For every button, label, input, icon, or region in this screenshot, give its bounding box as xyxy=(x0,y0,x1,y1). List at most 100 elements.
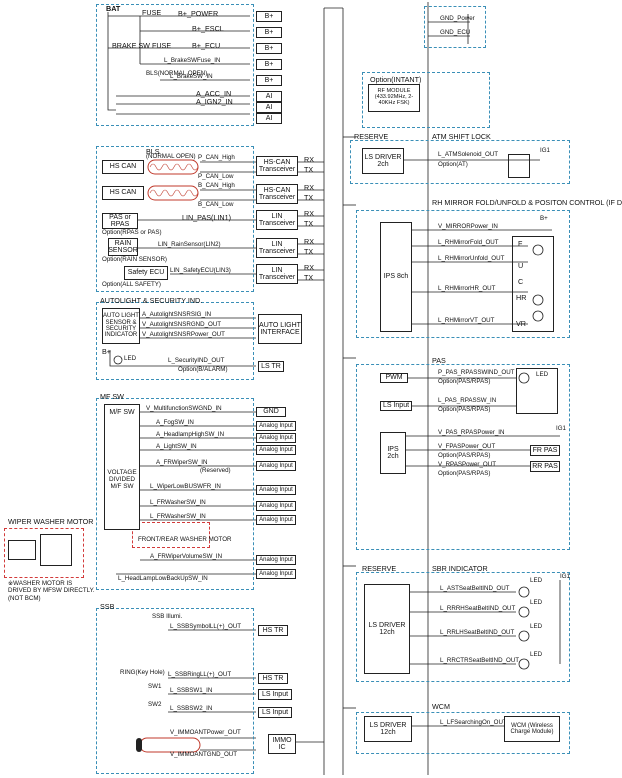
bat-signal: L_BrakeSW_IN xyxy=(170,73,213,80)
intant-section xyxy=(362,72,490,128)
hs-can-transceiver: HS-CAN Transceiver xyxy=(256,156,298,176)
mirror-letter: HR xyxy=(516,293,527,302)
autolight-signal: V_AutolightSNSRPower_OUT xyxy=(142,331,225,338)
pas-signal: L_PAS_RPASSW_IN xyxy=(438,397,497,404)
analog-input-box: Analog Input xyxy=(256,433,296,443)
wiper-relay-icon xyxy=(40,534,72,566)
mfsw-signal: L_HeadLampLowBackUpSW_IN xyxy=(118,575,208,582)
sbr-section xyxy=(356,572,570,682)
mirror-actuator-box xyxy=(512,236,554,332)
hs-tr-box: HS TR xyxy=(258,673,288,684)
mfsw-label: M/F SW xyxy=(109,409,135,416)
pas-box: PAS or RPAS xyxy=(102,213,138,229)
ls-tr-box: LS TR xyxy=(258,361,284,372)
analog-input-box: Analog Input xyxy=(256,421,296,431)
gnd-section xyxy=(424,6,486,48)
sbr-signal: L_RRLHSeatBeltIND_OUT xyxy=(440,629,515,636)
hs-can-box: HS CAN xyxy=(102,186,144,200)
sbr-signal: L_RRCTRSeatBeltIND_OUT xyxy=(440,657,520,664)
rx-label: RX xyxy=(304,263,314,272)
voltage-divided-label: VOLTAGE DIVIDED M/F SW xyxy=(107,469,137,490)
can-section xyxy=(96,146,254,292)
rain-option: Option(RAIN SENSOR) xyxy=(102,256,167,263)
rain-sensor-box: RAIN SENSOR xyxy=(108,238,138,256)
pas-signal: Option(PAS/RPAS) xyxy=(438,452,491,459)
brake-fuse-label: BRAKE SW FUSE xyxy=(112,41,172,50)
ls-input-box: LS Input xyxy=(380,401,412,411)
pas-signal: V_PAS_RPASPower_IN xyxy=(438,429,505,436)
ssb-header: SSB xyxy=(100,602,115,611)
pas-signal: P_PAS_RPASSWIND_OUT xyxy=(438,369,515,376)
fuse-label: FUSE xyxy=(142,8,162,17)
pas-switch-box xyxy=(516,368,558,414)
ls-driver-12ch: LS DRIVER 12ch xyxy=(364,584,410,674)
bat-signal: L_BrakeSWFuse_IN xyxy=(164,57,221,64)
led-label: LED xyxy=(124,355,137,362)
ips-8ch-box: IPS 8ch xyxy=(380,222,412,332)
washer-motor-label: FRONT/REAR WASHER MOTOR xyxy=(138,536,232,543)
bat-output-box: AI xyxy=(256,113,282,124)
mfsw-signal: L_FRWasherSW_IN xyxy=(150,499,206,506)
sw2-label: SW2 xyxy=(148,701,162,708)
hs-tr-box: HS TR xyxy=(258,625,288,636)
mirror-letter: U xyxy=(518,261,524,270)
can-signal: B_CAN_Low xyxy=(198,201,234,208)
rr-pas-box: RR PAS xyxy=(530,461,560,472)
immo-ic-box: IMMO IC xyxy=(268,734,296,754)
mfsw-header: MF SW xyxy=(100,392,124,401)
can-bls-label: BLS xyxy=(146,147,160,156)
pas-signal: Option(PAS/RPAS) xyxy=(438,378,491,385)
pas-option: Option(RPAS or PAS) xyxy=(102,229,162,236)
pas-ig1: IG1 xyxy=(556,425,566,432)
safety-option: Option(ALL SAFETY) xyxy=(102,281,161,288)
tx-label: TX xyxy=(304,193,314,202)
sbr-led: LED xyxy=(530,651,543,658)
pas-header: PAS xyxy=(432,356,446,365)
analog-input-box: Analog Input xyxy=(256,485,296,495)
rf-module-box: RF MODULE (433.92MHz, 2-40KHz FSK) xyxy=(368,84,420,112)
lin-pas-signal: LIN_PAS(LIN1) xyxy=(182,213,231,222)
rx-label: RX xyxy=(304,183,314,192)
gnd-signal: GND_Power xyxy=(440,15,475,22)
ig1-label: IG1 xyxy=(540,147,550,154)
mfsw-signal: A_FRWiperSW_IN xyxy=(156,459,208,466)
solenoid-icon xyxy=(508,154,530,178)
security-signal: L_SecurityIND_OUT xyxy=(168,357,225,364)
gnd-signal: GND_ECU xyxy=(440,29,471,36)
safety-ecu-box: Safety ECU xyxy=(124,266,168,280)
rain-signal: LIN_RainSensor(LIN2) xyxy=(158,241,221,248)
bat-output-box: B+ xyxy=(256,75,282,86)
analog-input-box: Analog Input xyxy=(256,555,296,565)
bat-section xyxy=(96,4,254,126)
fr-pas-box: FR PAS xyxy=(530,445,560,456)
sbr-signal: L_ASTSeatBeltIND_OUT xyxy=(440,585,510,592)
mirror-letter: VR xyxy=(516,319,526,328)
mfsw-box: M/F SW VOLTAGE DIVIDED M/F SW xyxy=(104,404,140,530)
atm-section xyxy=(350,140,570,184)
pwm-box: PWM xyxy=(380,373,408,383)
washer-motor-section xyxy=(132,522,210,548)
bat-signal: A_ACC_IN xyxy=(196,89,232,98)
mirror-signal: V_MIRRORPower_IN xyxy=(438,223,498,230)
pas-section xyxy=(356,364,570,550)
autolight-interface: AUTO LIGHT INTERFACE xyxy=(258,314,302,344)
sbr-header: SBR INDICATOR xyxy=(432,564,488,573)
mfsw-section xyxy=(96,398,254,590)
gnd-box: GND xyxy=(256,407,286,417)
hs-can-transceiver: HS-CAN Transceiver xyxy=(256,184,298,204)
mfsw-signal: V_MultifunctionSWGND_IN xyxy=(146,405,222,412)
wiper-motor-icon xyxy=(8,540,36,560)
ring-label: RING(Key Hole) xyxy=(120,669,165,676)
autolight-signal: V_AutolightSNSRGND_OUT xyxy=(142,321,222,328)
analog-input-box: Analog Input xyxy=(256,501,296,511)
can-signal: P_CAN_High xyxy=(198,154,235,161)
sbr-ig1: IG1 xyxy=(560,573,570,580)
bat-signal: A_IGN2_IN xyxy=(196,97,233,106)
mirror-signal: L_RHMirrorUnfold_OUT xyxy=(438,255,505,262)
bat-label: BAT xyxy=(106,4,121,13)
mfsw-signal: L_FRWasherSW_IN xyxy=(150,513,206,520)
atm-signal: L_ATMSolenoid_OUT xyxy=(438,151,499,158)
tx-label: TX xyxy=(304,219,314,228)
reserve-label: RESERVE xyxy=(354,132,389,141)
